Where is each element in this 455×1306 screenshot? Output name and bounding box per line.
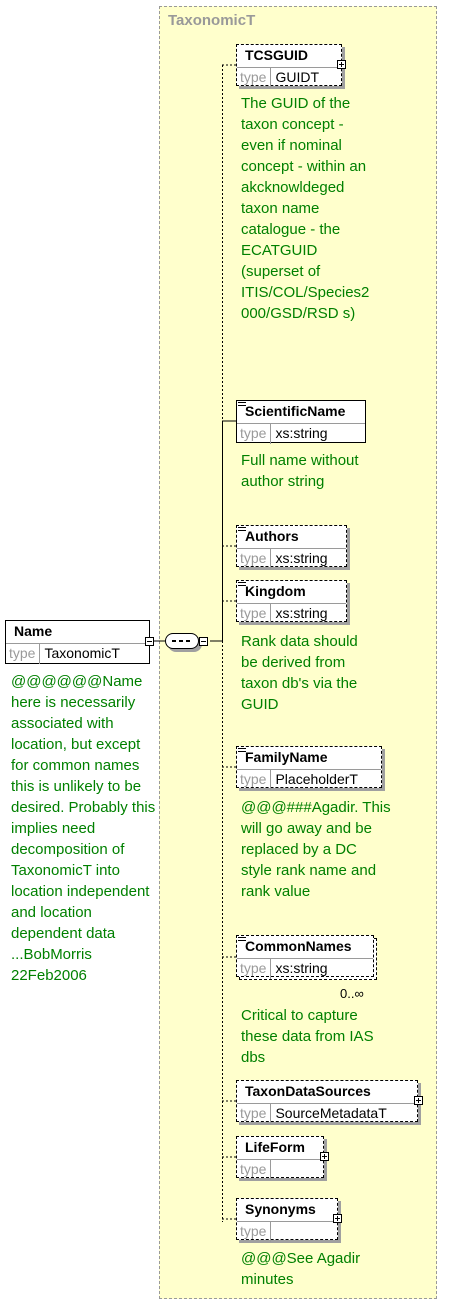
element-name: Kingdom bbox=[237, 581, 346, 604]
element-type: xs:string bbox=[275, 550, 328, 566]
type-label: type bbox=[237, 770, 272, 790]
element-name: CommonNames bbox=[237, 936, 373, 959]
synonyms-documentation: @@@See Agadir minutes bbox=[241, 1250, 361, 1288]
kingdom-documentation: Rank data should be derived from taxon d… bbox=[241, 633, 358, 713]
element-type: GUIDT bbox=[275, 69, 320, 85]
element-name: TaxonDataSources bbox=[237, 1081, 417, 1104]
type-label: type bbox=[237, 604, 272, 624]
simple-content-icon bbox=[238, 527, 246, 534]
commonnames-documentation: Critical to capture these data from IAS … bbox=[241, 1007, 374, 1066]
type-label: type bbox=[237, 1104, 272, 1124]
simple-content-icon bbox=[238, 402, 246, 409]
element-type: xs:string bbox=[275, 960, 328, 976]
type-label: type bbox=[237, 549, 272, 569]
element-name: FamilyName bbox=[237, 747, 381, 770]
element-type: PlaceholderT bbox=[275, 771, 358, 787]
collapse-icon[interactable] bbox=[145, 637, 154, 646]
type-label: type bbox=[237, 1222, 272, 1242]
element-name: Name bbox=[6, 621, 149, 644]
expand-icon[interactable] bbox=[333, 1214, 342, 1223]
type-label: type bbox=[6, 644, 41, 664]
tcsguid-documentation: The GUID of the taxon concept - even if … bbox=[241, 95, 370, 322]
element-synonyms[interactable]: Synonyms type bbox=[236, 1198, 338, 1242]
familyname-documentation: @@@###Agadir. This will go away and be r… bbox=[241, 799, 391, 900]
simple-content-icon bbox=[238, 937, 246, 944]
type-label: type bbox=[237, 68, 272, 88]
simple-content-icon bbox=[238, 748, 246, 755]
complex-type-title: TaxonomicT bbox=[168, 12, 256, 29]
element-type bbox=[271, 1222, 275, 1242]
element-lifeform[interactable]: LifeForm type bbox=[236, 1136, 324, 1180]
type-label: type bbox=[237, 424, 272, 444]
type-label: type bbox=[237, 959, 272, 979]
element-name: Synonyms bbox=[237, 1199, 337, 1222]
expand-icon[interactable] bbox=[414, 1096, 423, 1105]
element-name: LifeForm bbox=[237, 1137, 323, 1160]
element-type: xs:string bbox=[275, 425, 328, 441]
element-type: xs:string bbox=[275, 605, 328, 621]
expand-icon[interactable] bbox=[337, 60, 346, 69]
scientificname-documentation: Full name without author string bbox=[241, 452, 359, 490]
multiplicity-label: 0..∞ bbox=[340, 986, 364, 1001]
sequence-compositor-icon[interactable] bbox=[165, 633, 199, 649]
element-name: Authors bbox=[237, 526, 346, 549]
element-type bbox=[271, 1160, 275, 1180]
root-documentation: @@@@@@Name here is necessarily associate… bbox=[11, 673, 156, 984]
element-type: SourceMetadataT bbox=[275, 1105, 387, 1121]
expand-icon[interactable] bbox=[320, 1152, 329, 1161]
element-name: ScientificName bbox=[237, 401, 365, 424]
element-type: TaxonomicT bbox=[44, 645, 120, 661]
sequence-collapse-icon[interactable] bbox=[199, 637, 208, 646]
element-name: TCSGUID bbox=[237, 45, 341, 68]
type-label: type bbox=[237, 1160, 272, 1180]
simple-content-icon bbox=[238, 582, 246, 589]
